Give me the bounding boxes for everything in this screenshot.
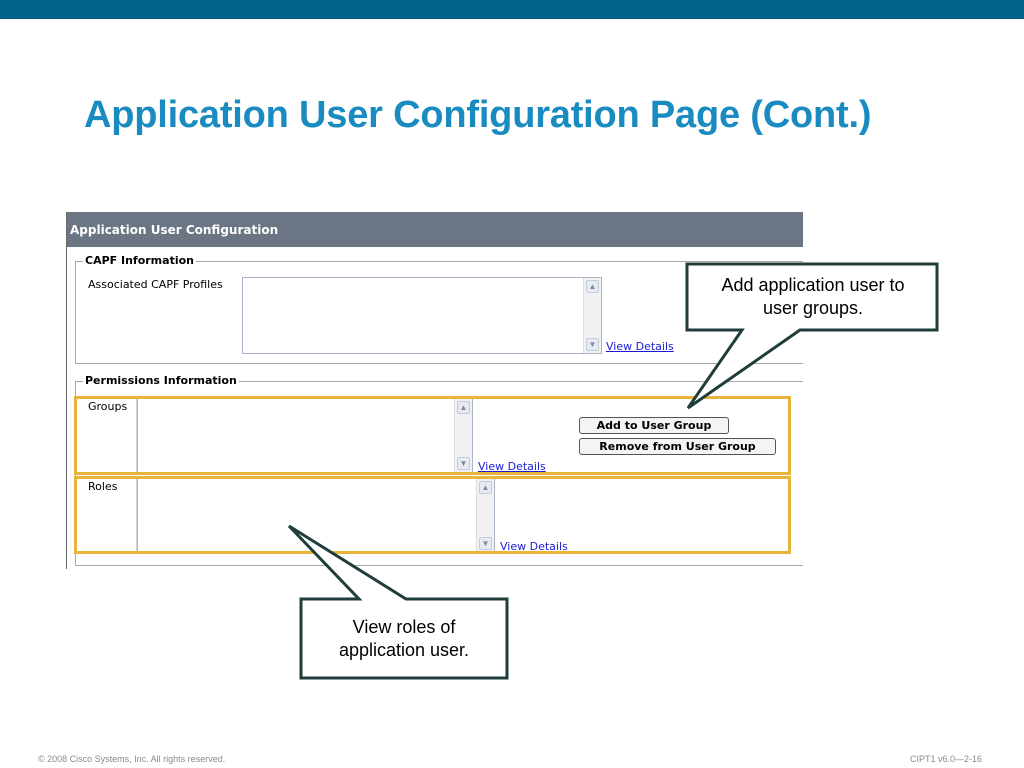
groups-label: Groups xyxy=(88,400,128,413)
top-band xyxy=(0,0,1024,19)
groups-listbox[interactable]: ▲ ▼ xyxy=(137,398,473,473)
roles-listbox[interactable]: ▲ ▼ xyxy=(137,478,495,553)
scroll-up-arrow-icon[interactable]: ▲ xyxy=(586,280,599,293)
scroll-up-arrow-icon[interactable]: ▲ xyxy=(479,481,492,494)
groups-scrollbar[interactable]: ▲ ▼ xyxy=(454,399,472,472)
roles-callout-text: View roles of application user. xyxy=(338,617,470,660)
footer-course-code: CIPT1 v6.0—2-16 xyxy=(910,754,983,764)
groups-callout-bubble xyxy=(685,262,939,410)
footer-copyright: © 2008 Cisco Systems, Inc. All rights re… xyxy=(38,754,226,764)
groups-callout-text: Add application user to user groups. xyxy=(721,275,905,318)
scroll-down-arrow-icon[interactable]: ▼ xyxy=(457,457,470,470)
slide-title: Application User Configuration Page (Con… xyxy=(84,94,872,136)
panel-header: Application User Configuration xyxy=(67,212,803,247)
scroll-up-arrow-icon[interactable]: ▲ xyxy=(457,401,470,414)
groups-row-divider xyxy=(136,398,137,472)
roles-label: Roles xyxy=(88,480,118,493)
scroll-down-arrow-icon[interactable]: ▼ xyxy=(479,537,492,550)
roles-row-divider xyxy=(136,478,137,552)
permissions-information-legend: Permissions Information xyxy=(83,374,239,388)
remove-from-user-group-button[interactable]: Remove from User Group xyxy=(579,438,776,455)
capf-profiles-listbox[interactable]: ▲ ▼ xyxy=(242,277,602,354)
roles-view-details-link[interactable]: View Details xyxy=(500,540,568,553)
groups-view-details-link[interactable]: View Details xyxy=(478,460,546,473)
capf-information-legend: CAPF Information xyxy=(83,254,196,268)
permissions-information-fieldset: Permissions Information Groups ▲ ▼ View … xyxy=(75,374,803,566)
application-user-configuration-panel: Application User Configuration CAPF Info… xyxy=(66,212,803,569)
capf-view-details-link[interactable]: View Details xyxy=(606,340,674,353)
capf-information-fieldset: CAPF Information Associated CAPF Profile… xyxy=(75,254,803,364)
associated-capf-profiles-label: Associated CAPF Profiles xyxy=(88,278,223,291)
capf-profiles-scrollbar[interactable]: ▲ ▼ xyxy=(583,278,601,353)
roles-callout-bubble xyxy=(287,524,509,680)
roles-scrollbar[interactable]: ▲ ▼ xyxy=(476,479,494,552)
groups-highlight-box xyxy=(74,396,791,475)
scroll-down-arrow-icon[interactable]: ▼ xyxy=(586,338,599,351)
add-to-user-group-button[interactable]: Add to User Group xyxy=(579,417,729,434)
roles-highlight-box xyxy=(74,476,791,554)
